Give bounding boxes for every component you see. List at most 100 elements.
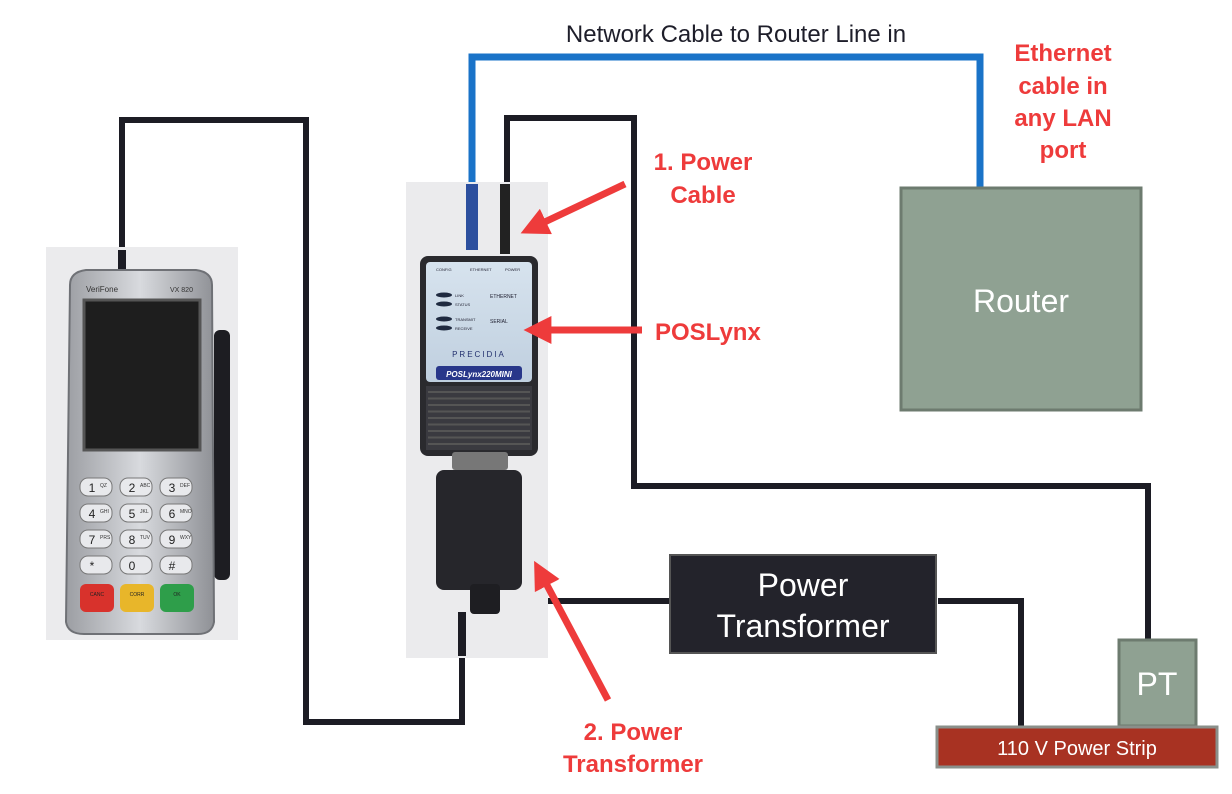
device-group-serial: SERIAL [490,319,508,325]
serial-cable-connector [436,470,522,590]
device-ribs [426,386,532,450]
keypad-key-letters: GHI [100,509,109,515]
status-led [436,325,452,331]
status-led-label: RECEIVE [455,326,473,331]
keypad-key [119,529,153,549]
keypad-key [79,477,113,497]
ethernet-lan-line2: cable in [1018,73,1107,100]
keypad-key-digit: 0 [129,559,136,573]
router-box: Router [899,186,1143,412]
ethernet-lan-line3: any LAN [1014,105,1111,132]
device-brand: PRECIDIA [452,350,506,359]
keypad-key [79,555,113,575]
terminal-model: VX 820 [170,287,193,294]
power-transformer-rect [669,554,937,654]
terminal-screen [82,298,202,452]
power-transformer-arrow [534,560,612,702]
keypad-key-letters: ABC [140,483,151,489]
keypad-key [159,477,193,497]
callout-arrows [520,180,642,702]
status-led-label: STATUS [455,302,471,307]
power-cable-line1: 1. Power [654,149,753,176]
keypad-key-letters: MNO [180,509,192,515]
device-model-band [436,366,522,380]
keypad-key [159,529,193,549]
keypad-key [119,503,153,523]
status-led [436,292,452,298]
ethernet-lan-line1: Ethernet [1014,40,1111,67]
power-transformer-label-line1: Power [758,567,849,603]
function-key [120,584,154,612]
function-key-label: CORR [130,592,145,598]
serial-cable-tail [458,612,466,656]
network-cable-label: Network Cable to Router Line in [566,21,906,48]
power-cable [504,115,1151,640]
keypad-key-digit: 7 [89,533,96,547]
function-key-label: OK [173,592,181,598]
keypad-key-digit: * [90,559,95,573]
terminal-brand: VeriFone [86,285,119,294]
keypad-key-letters: DEF [180,483,190,489]
keypad-key-digit: 2 [129,481,136,495]
poslynx-label: POSLynx [655,319,761,346]
keypad-key [119,477,153,497]
keypad-key-digit: 6 [169,507,176,521]
status-led-label: TRANSMIT [455,317,476,322]
power-transformer-label-line2: Transformer [716,608,889,644]
card-slot [214,330,230,580]
function-key-label: CANC [90,592,105,598]
device-port-label: CONFIG [436,267,452,272]
status-leds: LINK STATUS TRANSMIT RECEIVE [436,292,476,331]
terminal-cable [119,117,465,725]
device-group-ethernet: ETHERNET [490,294,517,300]
power-cable-line2: Cable [670,182,735,209]
serial-port [452,452,508,470]
status-led [436,301,452,307]
status-led [436,316,452,322]
keypad-key-digit: 4 [89,507,96,521]
ethernet-lan-line4: port [1040,137,1087,164]
keypad-key-letters: WXY [180,535,192,541]
power-strip-label: 110 V Power Strip [997,738,1157,760]
terminal-cable-stub [118,250,126,274]
keypad-key-letters: TUV [140,535,151,541]
power-strip-box: 110 V Power Strip [935,725,1219,769]
power-transformer-callout-line1: 2. Power [584,719,683,746]
power-transformer-callout-label: 2. Power Transformer [563,719,703,778]
power-strip-rect [935,725,1219,769]
poslynx-device: CONFIG ETHERNET POWER LINK STATUS TRANSMIT RE… [406,182,548,658]
function-key [80,584,114,612]
keypad-key [159,555,193,575]
power-transformer-box: Power Transformer [669,554,937,654]
router-label: Router [973,283,1069,319]
function-key [160,584,194,612]
ethernet-plug [466,184,478,250]
keypad-key [79,529,113,549]
pt-label: PT [1137,666,1178,702]
device-model: POSLynx220MINI [446,370,513,379]
keypad-key-digit: 1 [89,481,96,495]
pt-box: PT [1117,638,1198,728]
keypad-key [159,503,193,523]
network-cable [468,53,984,200]
keypad-key-letters: QZ [100,483,107,489]
status-led-label: LINK [455,293,464,298]
wires [119,53,1151,726]
keypad-key [79,503,113,523]
keypad-key-digit: 8 [129,533,136,547]
keypad-key-letters: JKL [140,509,149,515]
poslynx-face [426,262,532,382]
device-port-label: POWER [505,267,520,272]
keypad-key-digit: 3 [169,481,176,495]
power-plug [500,184,510,254]
ethernet-lan-label: Ethernet cable in any LAN port [1014,40,1111,164]
device-port-label: ETHERNET [470,267,492,272]
keypad-key-digit: # [169,559,176,573]
power-cable-arrow [520,180,627,235]
keypad-key-digit: 9 [169,533,176,547]
keypad-key [119,555,153,575]
keypad-key-letters: PRS [100,535,111,541]
